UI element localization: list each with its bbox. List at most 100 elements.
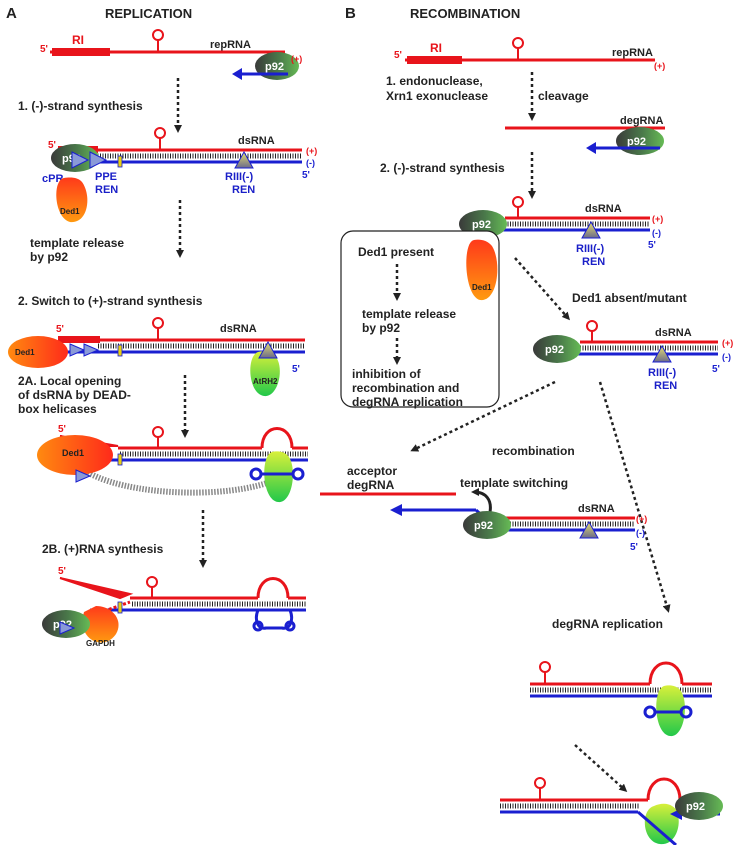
plus-label: (+) — [291, 54, 302, 64]
minus-strand-loop — [254, 609, 294, 630]
dashed-arrow — [514, 257, 570, 321]
stem-loop-icon — [512, 37, 524, 60]
dashed-arrow — [598, 381, 671, 613]
p92-label: p92 — [265, 61, 284, 73]
stem-loop-icon — [512, 196, 524, 218]
b-degrna-row: degRNA p92 — [505, 115, 665, 155]
riii-label: RIII(-) — [225, 171, 253, 183]
box-frame — [340, 230, 500, 408]
a-opening-row: 5' Ded1 — [37, 424, 308, 503]
ppe-label: PPE — [95, 171, 117, 183]
a-dsrna-row-2: 5' dsRNA 5' Ded1 AtRH2 — [8, 317, 305, 397]
plus-strand — [59, 577, 134, 600]
five-prime-label: 5' — [58, 424, 66, 435]
dsrna-label: dsRNA — [578, 503, 615, 515]
stem-loop-icon — [152, 29, 164, 52]
riii-triangle-icon — [652, 344, 672, 363]
a-release-label: template release — [30, 236, 124, 250]
p92-protein — [533, 335, 581, 363]
panel-b-letter: B — [345, 5, 356, 22]
a-step1-label: 1. (-)-strand synthesis — [18, 99, 143, 113]
arrowhead-icon — [232, 68, 242, 80]
a-reprna-row: 5' RI repRNA p92 (+) — [40, 29, 302, 80]
minus-label: (-) — [636, 528, 645, 538]
loop-circle-icon — [252, 620, 264, 632]
acceptor-label: degRNA — [347, 478, 395, 492]
atrh2-label: AtRH2 — [253, 377, 278, 386]
loop-circle-icon — [249, 467, 263, 481]
dsrna-label: dsRNA — [220, 323, 257, 335]
a-step2a-label: of dsRNA by DEAD- — [18, 388, 131, 402]
plus-label: (+) — [306, 146, 317, 156]
stem-loop-icon — [534, 777, 546, 800]
stem-loop-icon — [146, 576, 158, 598]
inhibition-label: degRNA replication — [352, 395, 463, 409]
b-dsrna-row-1: dsRNA (+) (-) 5' p92 RIII(-) REN — [459, 196, 663, 268]
plus-label: (+) — [636, 514, 647, 524]
triangle-icon — [579, 520, 599, 539]
marker-bar — [117, 344, 123, 357]
stem-loop-icon — [152, 426, 164, 448]
dashed-arrow — [410, 380, 556, 452]
ri-region — [407, 56, 462, 64]
panel-b-title: RECOMBINATION — [410, 6, 520, 21]
b-dsrna-row-2: dsRNA (+) (-) 5' p92 RIII(-) REN — [533, 320, 733, 392]
stem-loop-icon — [154, 127, 166, 150]
minus-strand — [637, 810, 677, 845]
five-prime-label: 5' — [302, 170, 310, 181]
plus-strand-loop — [256, 577, 290, 599]
p92-label: p92 — [472, 219, 491, 231]
plus-label: (+) — [652, 214, 663, 224]
cpr-triangle-icon — [71, 151, 90, 169]
five-prime-label: 5' — [648, 240, 656, 251]
acceptor-label: acceptor — [347, 464, 397, 478]
gapdh-protein — [82, 606, 119, 643]
p92-label: p92 — [474, 520, 493, 532]
ren-label: REN — [232, 184, 255, 196]
a-step2-label: 2. Switch to (+)-strand synthesis — [18, 294, 203, 308]
degrna-replication-label: degRNA replication — [552, 617, 663, 631]
marker-bar — [117, 155, 123, 168]
five-prime-label: 5' — [712, 364, 720, 375]
ri-label: RI — [430, 41, 442, 55]
ri-region — [52, 48, 110, 56]
b-step1-label: 1. endonuclease, — [386, 74, 483, 88]
stem-loop-icon — [152, 317, 164, 340]
five-prime-label: 5' — [292, 364, 300, 375]
ded1-protein — [466, 239, 498, 301]
b-replication-row-1 — [530, 661, 712, 737]
recombination-label: recombination — [492, 444, 575, 458]
ppe-triangle-icon — [89, 151, 108, 169]
panel-a-title: REPLICATION — [105, 6, 192, 21]
panel-a-letter: A — [6, 5, 17, 22]
five-prime-label: 5' — [48, 140, 56, 151]
cpr-triangle-icon — [69, 343, 86, 357]
curved-arrow-icon — [471, 488, 492, 513]
gapdh-label: GAPDH — [86, 639, 115, 648]
p92-label: p92 — [686, 801, 705, 813]
inhibition-label: inhibition of — [352, 367, 422, 381]
ppe-triangle-icon — [83, 343, 100, 357]
minus-label: (-) — [652, 228, 661, 238]
green-protein — [644, 803, 679, 845]
box-release-label: template release — [362, 307, 456, 321]
marker-bar — [117, 453, 123, 466]
loop-circle-icon — [643, 705, 657, 719]
minus-label: (-) — [306, 158, 315, 168]
dashed-arrow — [574, 744, 628, 793]
ded1-absent-label: Ded1 absent/mutant — [572, 291, 687, 305]
ded1-protein — [56, 177, 88, 223]
p92-label: p92 — [545, 344, 564, 356]
p92-protein — [675, 792, 723, 820]
plus-label: (+) — [722, 338, 733, 348]
ded1-label: Ded1 — [62, 448, 84, 458]
ded1-protein — [37, 435, 113, 475]
b-reprna-row: 5' RI repRNA (+) — [394, 37, 665, 71]
plus-strand-loop — [648, 661, 684, 685]
triangle-icon — [75, 469, 92, 483]
atrh2-protein — [250, 351, 280, 397]
b-switching-row: acceptor degRNA template switching dsRNA… — [320, 464, 647, 553]
five-prime-label: 5' — [40, 44, 48, 55]
ren-label: REN — [95, 184, 118, 196]
